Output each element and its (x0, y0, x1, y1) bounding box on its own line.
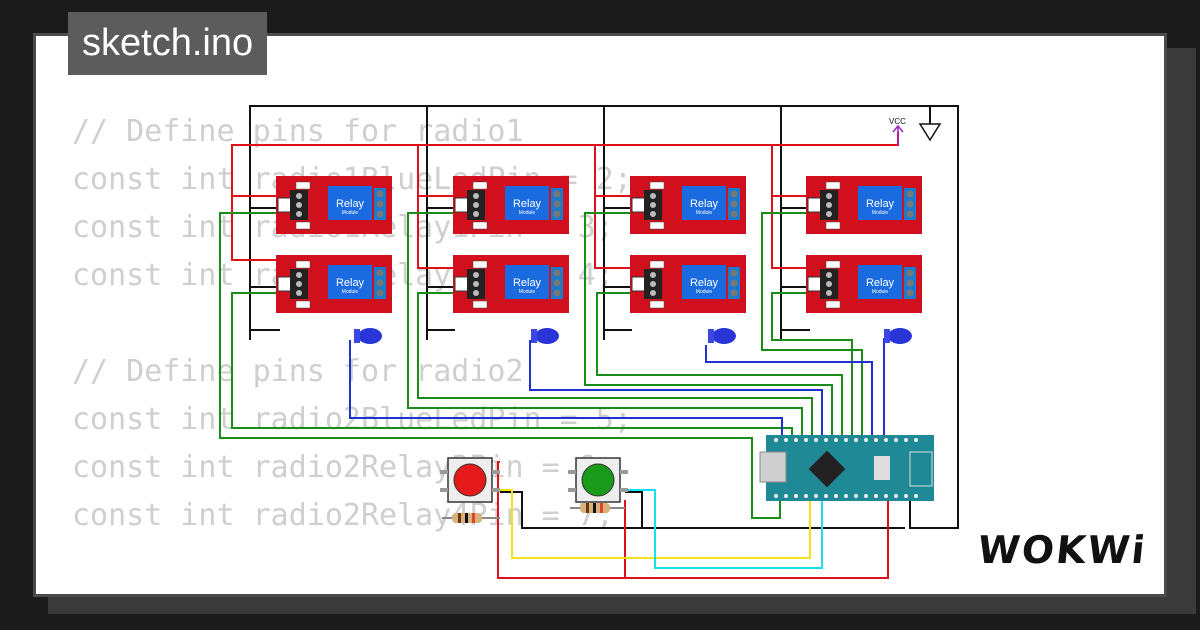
relay-title: Relay (690, 277, 719, 289)
vcc-label: VCC (889, 117, 906, 126)
code-line: // Define pins for radio1 (72, 114, 524, 149)
relay-title: Relay (866, 277, 895, 289)
blue-led[interactable] (708, 328, 736, 344)
blue-led[interactable] (531, 328, 559, 344)
relay-title: Relay (336, 277, 365, 289)
relay-subtitle: Module (342, 210, 359, 216)
relay-subtitle: Module (872, 289, 889, 295)
relay-title: Relay (336, 198, 365, 210)
code-line: // Define pins for radio2 (72, 354, 524, 389)
relay-subtitle: Module (342, 289, 359, 295)
relay-subtitle: Module (696, 210, 713, 216)
sketch-filename-label: sketch.ino (68, 12, 268, 75)
vcc-symbol: VCC (889, 117, 906, 145)
relay-subtitle: Module (872, 210, 889, 216)
red-push-button[interactable] (440, 457, 500, 503)
relay-title: Relay (690, 198, 719, 210)
blue-led[interactable] (884, 328, 912, 344)
relay-title: Relay (513, 198, 542, 210)
ground-symbol (918, 123, 942, 142)
arduino-nano-board[interactable] (759, 435, 934, 501)
led-wires (349, 338, 885, 438)
signal-wires (219, 212, 863, 519)
relay-title: Relay (513, 277, 542, 289)
resistor[interactable] (570, 503, 625, 513)
button2-signal-wire (625, 489, 823, 569)
button1-signal-wire (500, 489, 811, 559)
wokwi-logo: WOKWi (975, 528, 1149, 572)
relay-subtitle: Module (519, 289, 536, 295)
relay-subtitle: Module (696, 289, 713, 295)
green-push-button[interactable] (568, 457, 628, 503)
relay-subtitle: Module (519, 210, 536, 216)
blue-led[interactable] (354, 328, 382, 344)
resistor[interactable] (442, 513, 500, 523)
relay-title: Relay (866, 198, 895, 210)
